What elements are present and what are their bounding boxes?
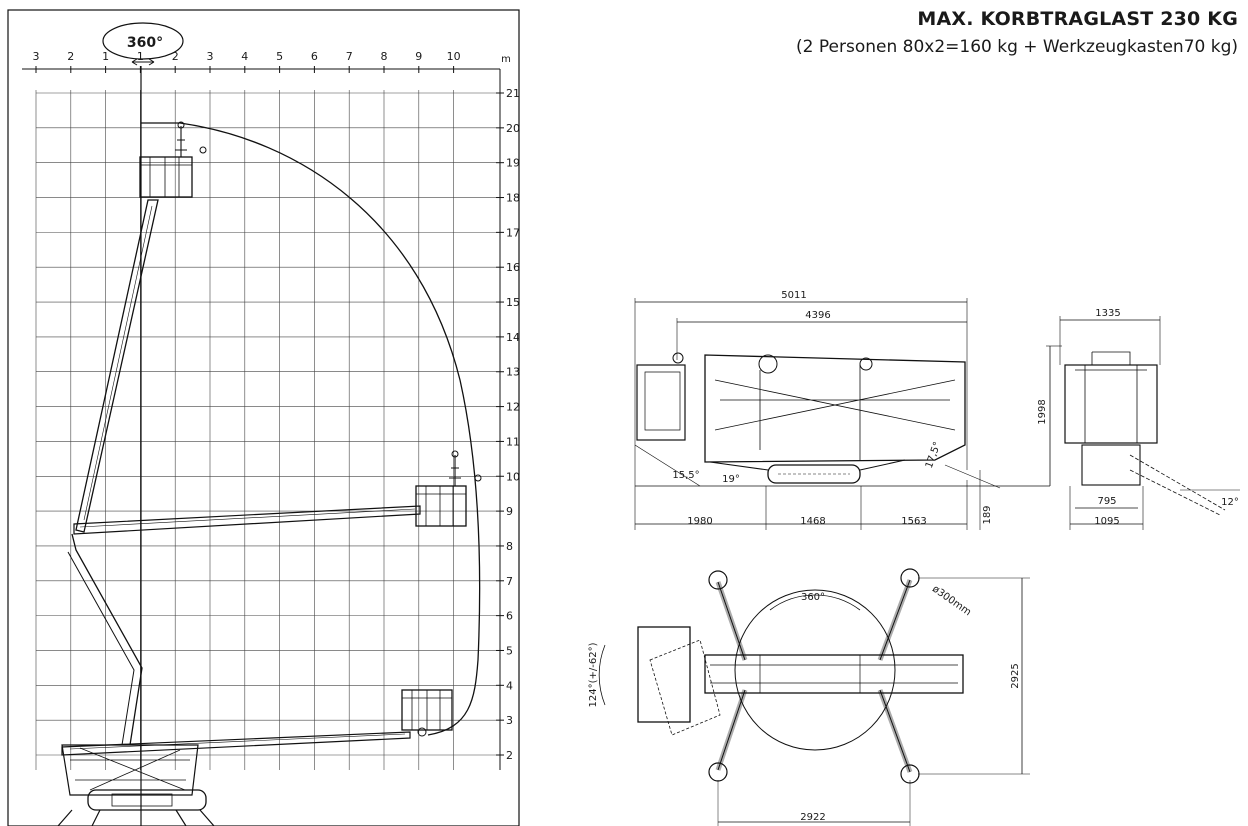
boom-vertical <box>75 121 207 533</box>
y-tick-label: 5 <box>506 644 513 657</box>
front-slope-ghost <box>1129 454 1226 516</box>
y-tick-label: 7 <box>506 575 513 588</box>
front-view: 1335 12° 795 1095 <box>1059 308 1240 530</box>
top-basket-ghost <box>649 639 721 736</box>
angle-front: 15,5° <box>672 470 699 481</box>
x-tick-label: 3 <box>33 50 40 63</box>
load-capacity-title: MAX. KORBTRAGLAST 230 KG <box>917 8 1238 30</box>
y-tick-label: 15 <box>506 296 520 309</box>
x-tick-label: 8 <box>381 50 388 63</box>
dim-body-length: 4396 <box>805 310 830 321</box>
x-tick-label: 3 <box>207 50 214 63</box>
dim-segment-track: 1468 <box>800 516 825 527</box>
dim-segment-front: 1563 <box>901 516 926 527</box>
dim-overall-length: 5011 <box>781 290 806 301</box>
slope-angle: 12° <box>1221 497 1239 508</box>
y-axis-ticks: 2 3 4 5 6 7 8 9 10 11 12 13 14 15 16 17 18 19 20 21 <box>496 87 520 762</box>
y-tick-label: 18 <box>506 192 520 205</box>
dim-outrigger-span-x: 2922 <box>800 812 825 823</box>
slew-circle <box>734 589 896 751</box>
y-tick-label: 2 <box>506 749 513 762</box>
side-view: 5011 4396 15,5° 19° 17,5° 1980 1468 1563 <box>634 290 1062 530</box>
angle-track: 19° <box>722 474 740 485</box>
y-tick-label: 4 <box>506 679 513 692</box>
y-tick-label: 12 <box>506 401 520 414</box>
x-tick-label: 2 <box>67 50 74 63</box>
rotation-arrow-icon <box>131 58 155 66</box>
angle-rear: 17,5° <box>924 440 944 469</box>
top-rotation-label: 360° <box>801 592 825 603</box>
x-tick-label: 1 <box>137 50 144 63</box>
x-tick-label: 9 <box>415 50 422 63</box>
dim-segment-rear: 1980 <box>687 516 712 527</box>
boom-low-horizontal <box>61 689 453 756</box>
dim-top-width: 1335 <box>1095 308 1120 319</box>
x-tick-label: 6 <box>311 50 318 63</box>
front-basket <box>1064 364 1158 444</box>
y-tick-label: 11 <box>506 435 520 448</box>
dim-clearance: 189 <box>982 505 993 524</box>
diagram-frame <box>7 9 520 826</box>
dim-height: 1998 <box>1037 399 1048 424</box>
pad-diameter: ø300mm <box>930 584 973 619</box>
dim-outrigger-span-y: 2925 <box>1010 663 1021 688</box>
outrigger-arms <box>715 579 913 773</box>
top-basket <box>637 626 691 723</box>
y-tick-label: 21 <box>506 87 520 100</box>
y-tick-label: 14 <box>506 331 520 344</box>
top-view: 360° 124°(+/-62°) ø300mm 2925 2922 <box>588 568 1030 826</box>
x-tick-label: 5 <box>276 50 283 63</box>
x-tick-label: 10 <box>447 50 461 63</box>
x-tick-label: 2 <box>172 50 179 63</box>
x-tick-label: 7 <box>346 50 353 63</box>
y-tick-label: 8 <box>506 540 513 553</box>
crawler-track <box>87 789 207 811</box>
base-machine <box>57 744 215 826</box>
side-basket <box>636 364 686 441</box>
working-envelope-curve <box>141 122 481 736</box>
y-tick-label: 16 <box>506 261 520 274</box>
outrigger-legs <box>57 809 215 826</box>
x-tick-label: 4 <box>241 50 248 63</box>
x-tick-label: 1 <box>102 50 109 63</box>
top-chassis <box>704 654 964 694</box>
y-tick-label: 20 <box>506 122 520 135</box>
basket-top <box>139 156 193 198</box>
basket-rotation: 124°(+/-62°) <box>588 642 599 707</box>
y-tick-label: 3 <box>506 714 513 727</box>
y-tick-label: 13 <box>506 366 520 379</box>
rotation-ellipse <box>102 22 184 60</box>
basket-mid <box>415 485 467 527</box>
y-tick-label: 6 <box>506 610 513 623</box>
y-tick-label: 9 <box>506 505 513 518</box>
range-grid <box>35 90 496 770</box>
x-axis-ticks: 3 2 1 1 2 3 4 5 6 7 8 9 10 <box>33 50 461 73</box>
side-chassis <box>704 354 966 463</box>
boom-mid-horizontal <box>67 450 482 746</box>
y-tick-label: 17 <box>506 226 520 239</box>
rotation-label: 360° <box>127 35 163 51</box>
load-capacity-subtitle: (2 Personen 80x2=160 kg + Werkzeugkasten… <box>796 37 1238 57</box>
unit-label: m <box>501 54 511 65</box>
y-tick-label: 10 <box>506 470 520 483</box>
jib-top <box>175 126 187 157</box>
dim-track-width: 795 <box>1097 496 1116 507</box>
side-crawler-track <box>767 464 861 484</box>
dim-outer-width: 1095 <box>1094 516 1119 527</box>
y-tick-label: 19 <box>506 157 520 170</box>
jib-mid <box>449 455 461 486</box>
outrigger-pad <box>708 570 728 590</box>
